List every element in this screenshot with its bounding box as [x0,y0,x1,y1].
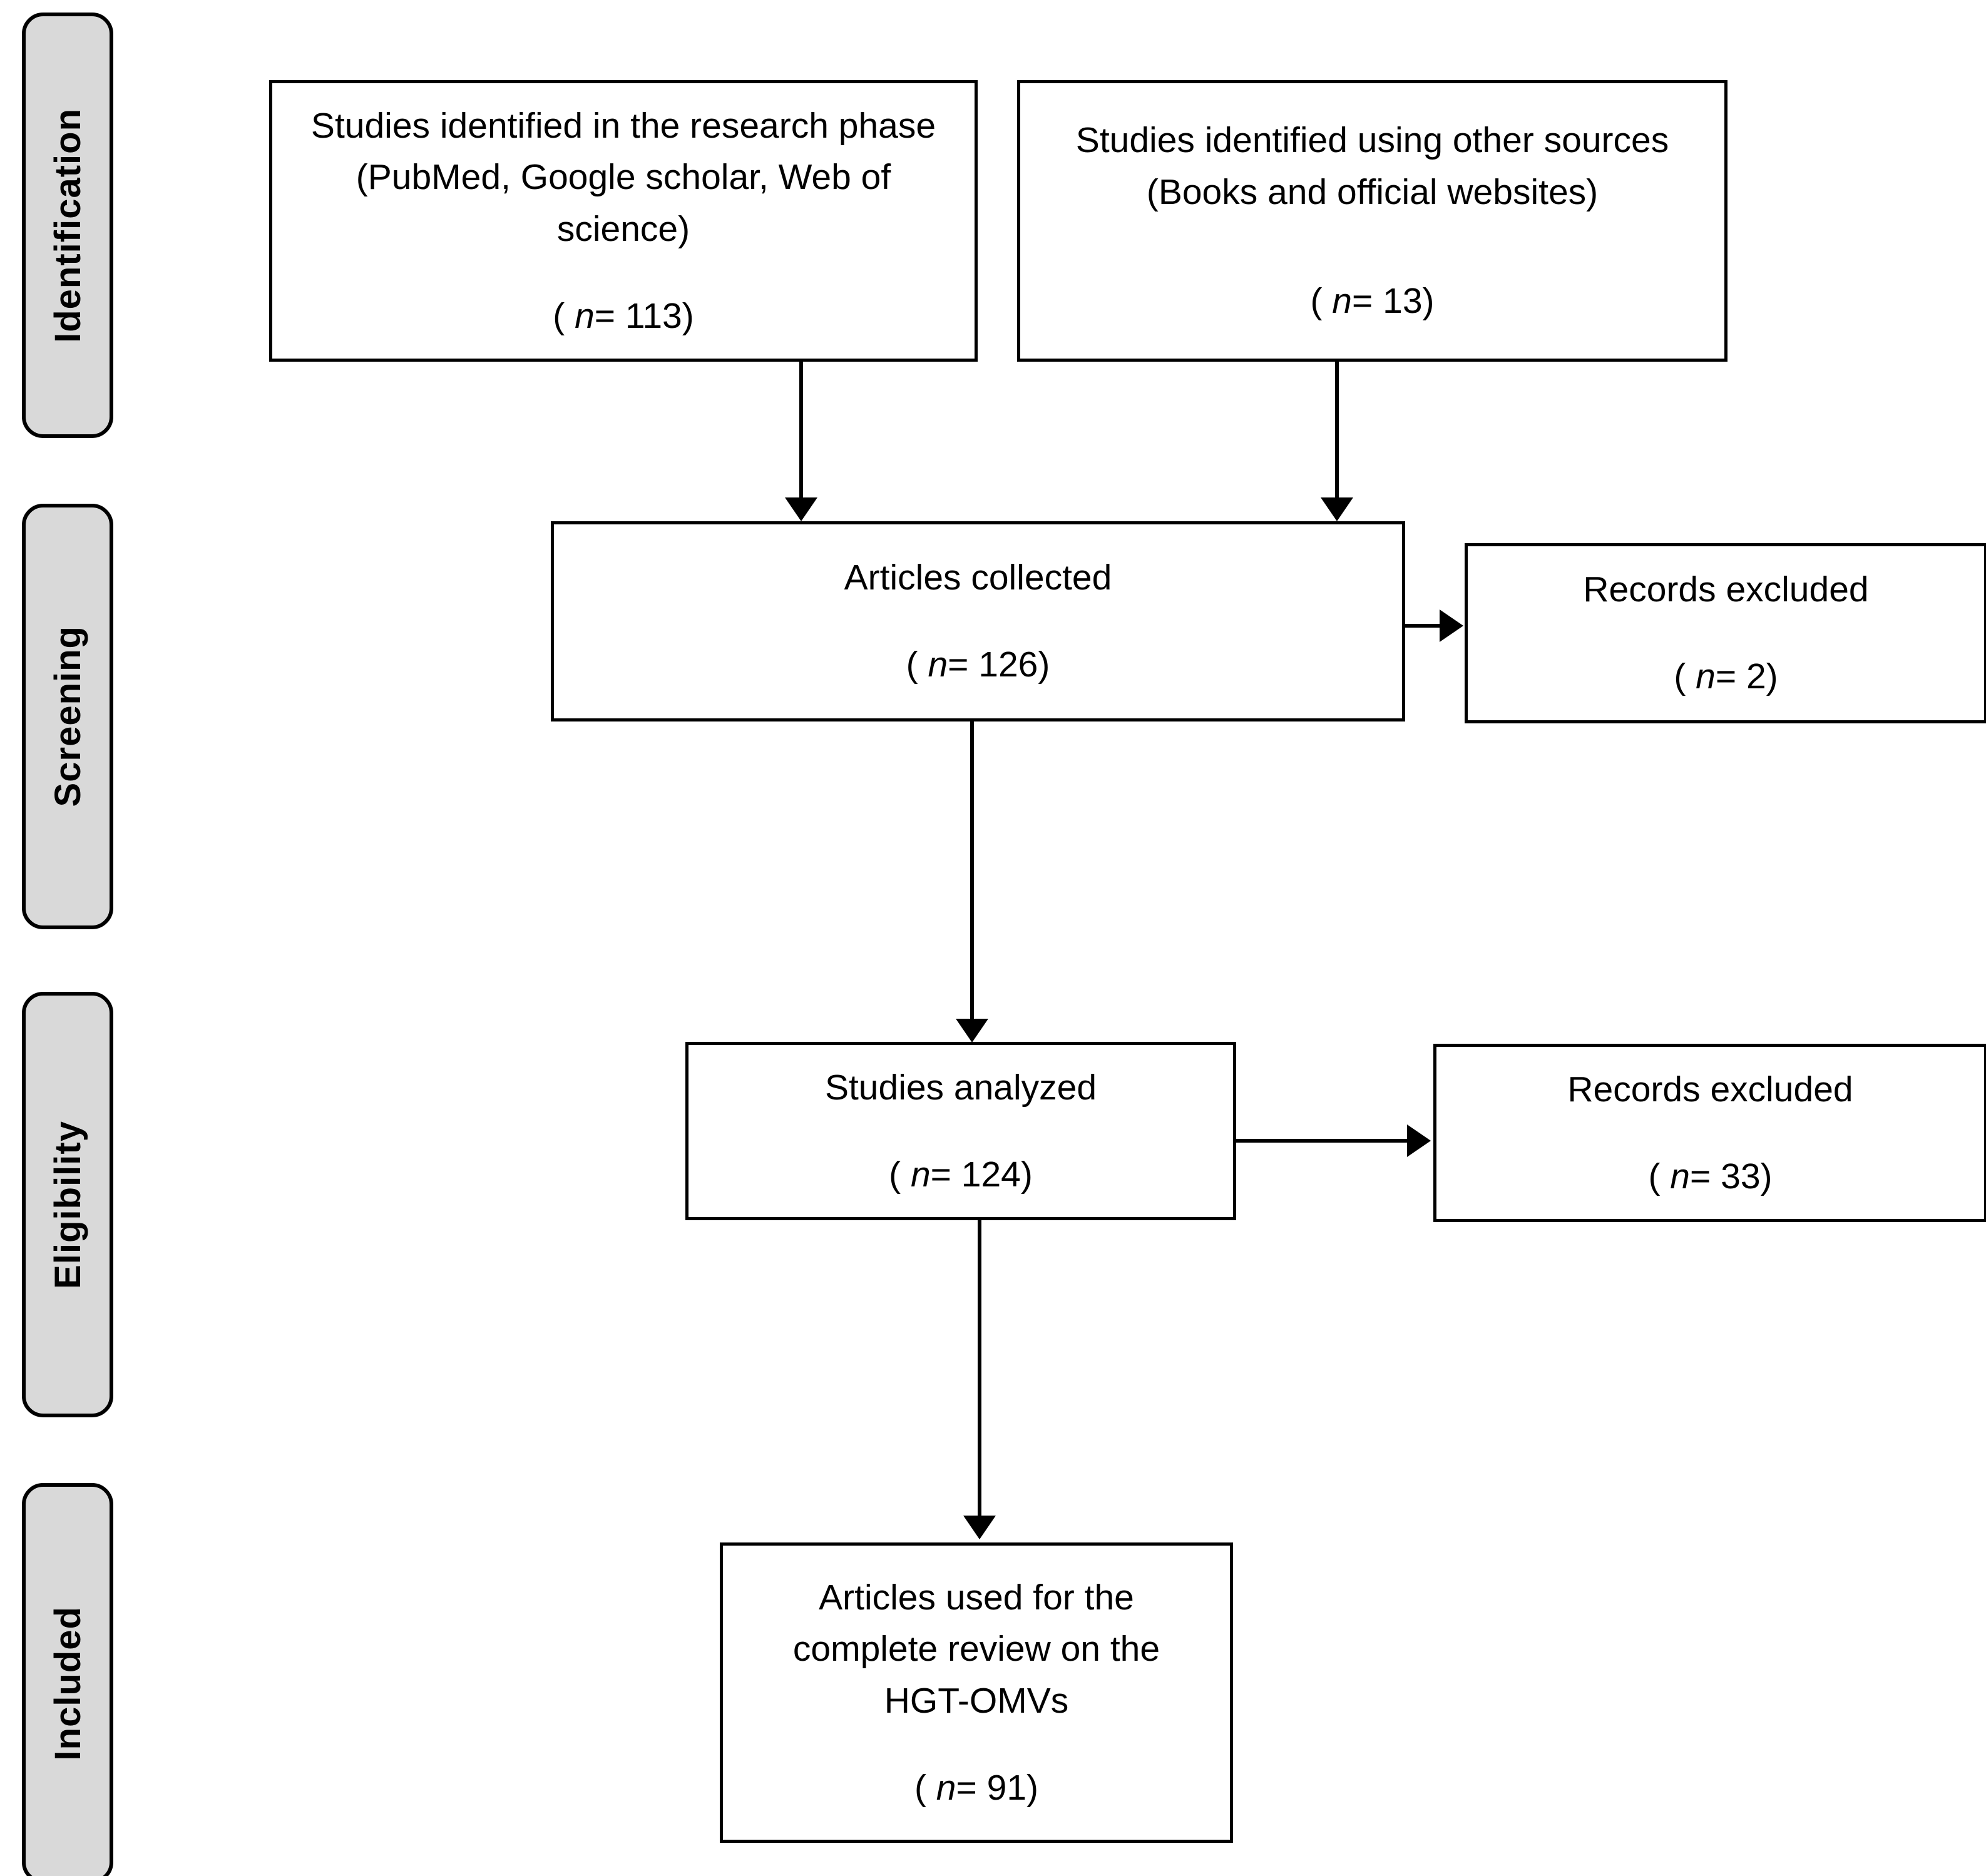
box-records-excluded-screening-count: ( n= 2) [1674,656,1778,696]
box-articles-collected: Articles collected ( n= 126) [551,521,1405,721]
connector-collected-to-excluded [1405,624,1444,628]
arrowhead-analyzed-to-included [963,1516,996,1539]
box-records-excluded-screening-text: Records excluded [1583,569,1869,610]
box-studies-identified-research: Studies identified in the research phase… [269,80,978,362]
stage-eligibility: Eligibility [22,992,113,1417]
box-articles-collected-count: ( n= 126) [906,645,1050,685]
box-studies-analyzed-text: Studies analyzed [824,1067,1097,1108]
connector-analyzed-to-excluded [1236,1139,1411,1143]
stage-identification: Identification [22,13,113,438]
box-studies-identified-research-text: Studies identified in the research phase… [310,105,936,249]
box-records-excluded-eligibility-count: ( n= 33) [1648,1156,1773,1196]
box-records-excluded-eligibility-text: Records excluded [1567,1069,1853,1109]
box-articles-included-text: Articles used for the complete review on… [792,1577,1160,1721]
arrowhead-analyzed-to-excluded [1407,1124,1431,1157]
stage-eligibility-label: Eligibility [47,1120,88,1289]
box-records-excluded-eligibility: Records excluded ( n= 33) [1433,1044,1986,1222]
connector-research-to-collected [799,362,803,499]
box-articles-included-count: ( n= 91) [914,1767,1039,1808]
box-studies-analyzed-count: ( n= 124) [889,1154,1033,1195]
stage-identification-label: Identification [47,108,88,343]
arrowhead-research-to-collected [785,497,817,521]
box-studies-identified-other: Studies identified using other sources (… [1017,80,1728,362]
stage-included: Included [22,1483,113,1876]
box-records-excluded-screening: Records excluded ( n= 2) [1465,543,1986,723]
connector-other-to-collected [1335,362,1339,499]
box-articles-included: Articles used for the complete review on… [720,1542,1233,1843]
connector-collected-to-analyzed [970,721,974,1022]
box-studies-analyzed: Studies analyzed ( n= 124) [685,1042,1236,1220]
arrowhead-collected-to-analyzed [956,1019,988,1043]
box-studies-identified-other-count: ( n= 13) [1310,281,1435,322]
stage-included-label: Included [47,1606,88,1761]
arrowhead-other-to-collected [1321,497,1353,521]
connector-analyzed-to-included [978,1220,981,1519]
stage-screening-label: Screening [47,626,88,807]
arrowhead-collected-to-excluded [1440,609,1463,642]
box-studies-identified-research-count: ( n= 113) [553,295,694,336]
stage-screening: Screening [22,504,113,929]
box-studies-identified-other-text: Studies identified using other sources (… [1075,120,1669,212]
box-articles-collected-text: Articles collected [844,558,1112,598]
